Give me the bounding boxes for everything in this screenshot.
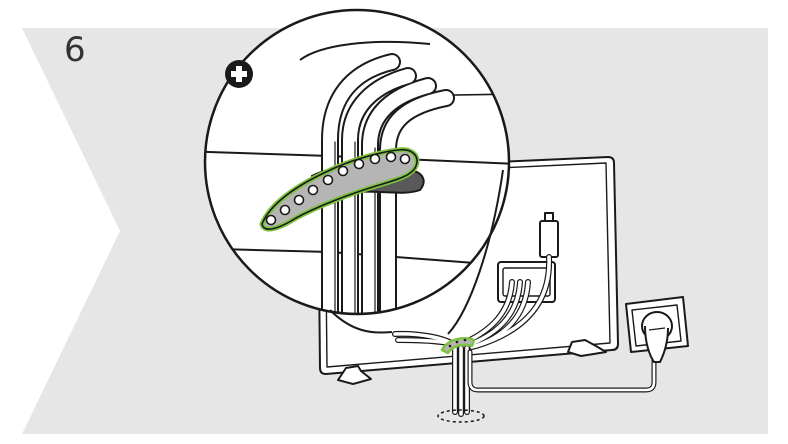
magnified-detail (203, 8, 511, 316)
step-number: 6 (64, 30, 86, 70)
callout-lines (329, 169, 504, 335)
tv-stand-feet (337, 339, 607, 385)
plus-circle-icon (225, 60, 253, 88)
cables (392, 254, 657, 417)
power-plug-icon (641, 311, 673, 363)
cable-holder-icon (440, 337, 476, 355)
cable-strap (259, 147, 420, 232)
floor-cable-hole (437, 409, 485, 423)
